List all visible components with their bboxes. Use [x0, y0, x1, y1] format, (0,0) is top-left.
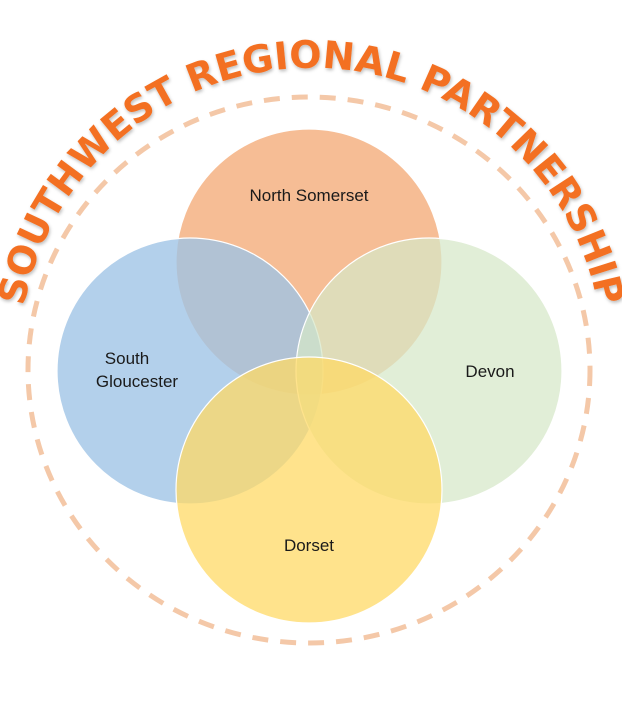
- circle-dorset: [175, 356, 443, 624]
- label-north-somerset: North Somerset: [249, 186, 368, 205]
- venn-circles: [56, 128, 563, 624]
- label-dorset: Dorset: [284, 536, 334, 555]
- label-south-gloucester-line2: Gloucester: [96, 372, 179, 391]
- label-devon: Devon: [465, 362, 514, 381]
- dashed-outer-ring: [25, 94, 593, 646]
- label-south-gloucester-line1: South: [105, 349, 149, 368]
